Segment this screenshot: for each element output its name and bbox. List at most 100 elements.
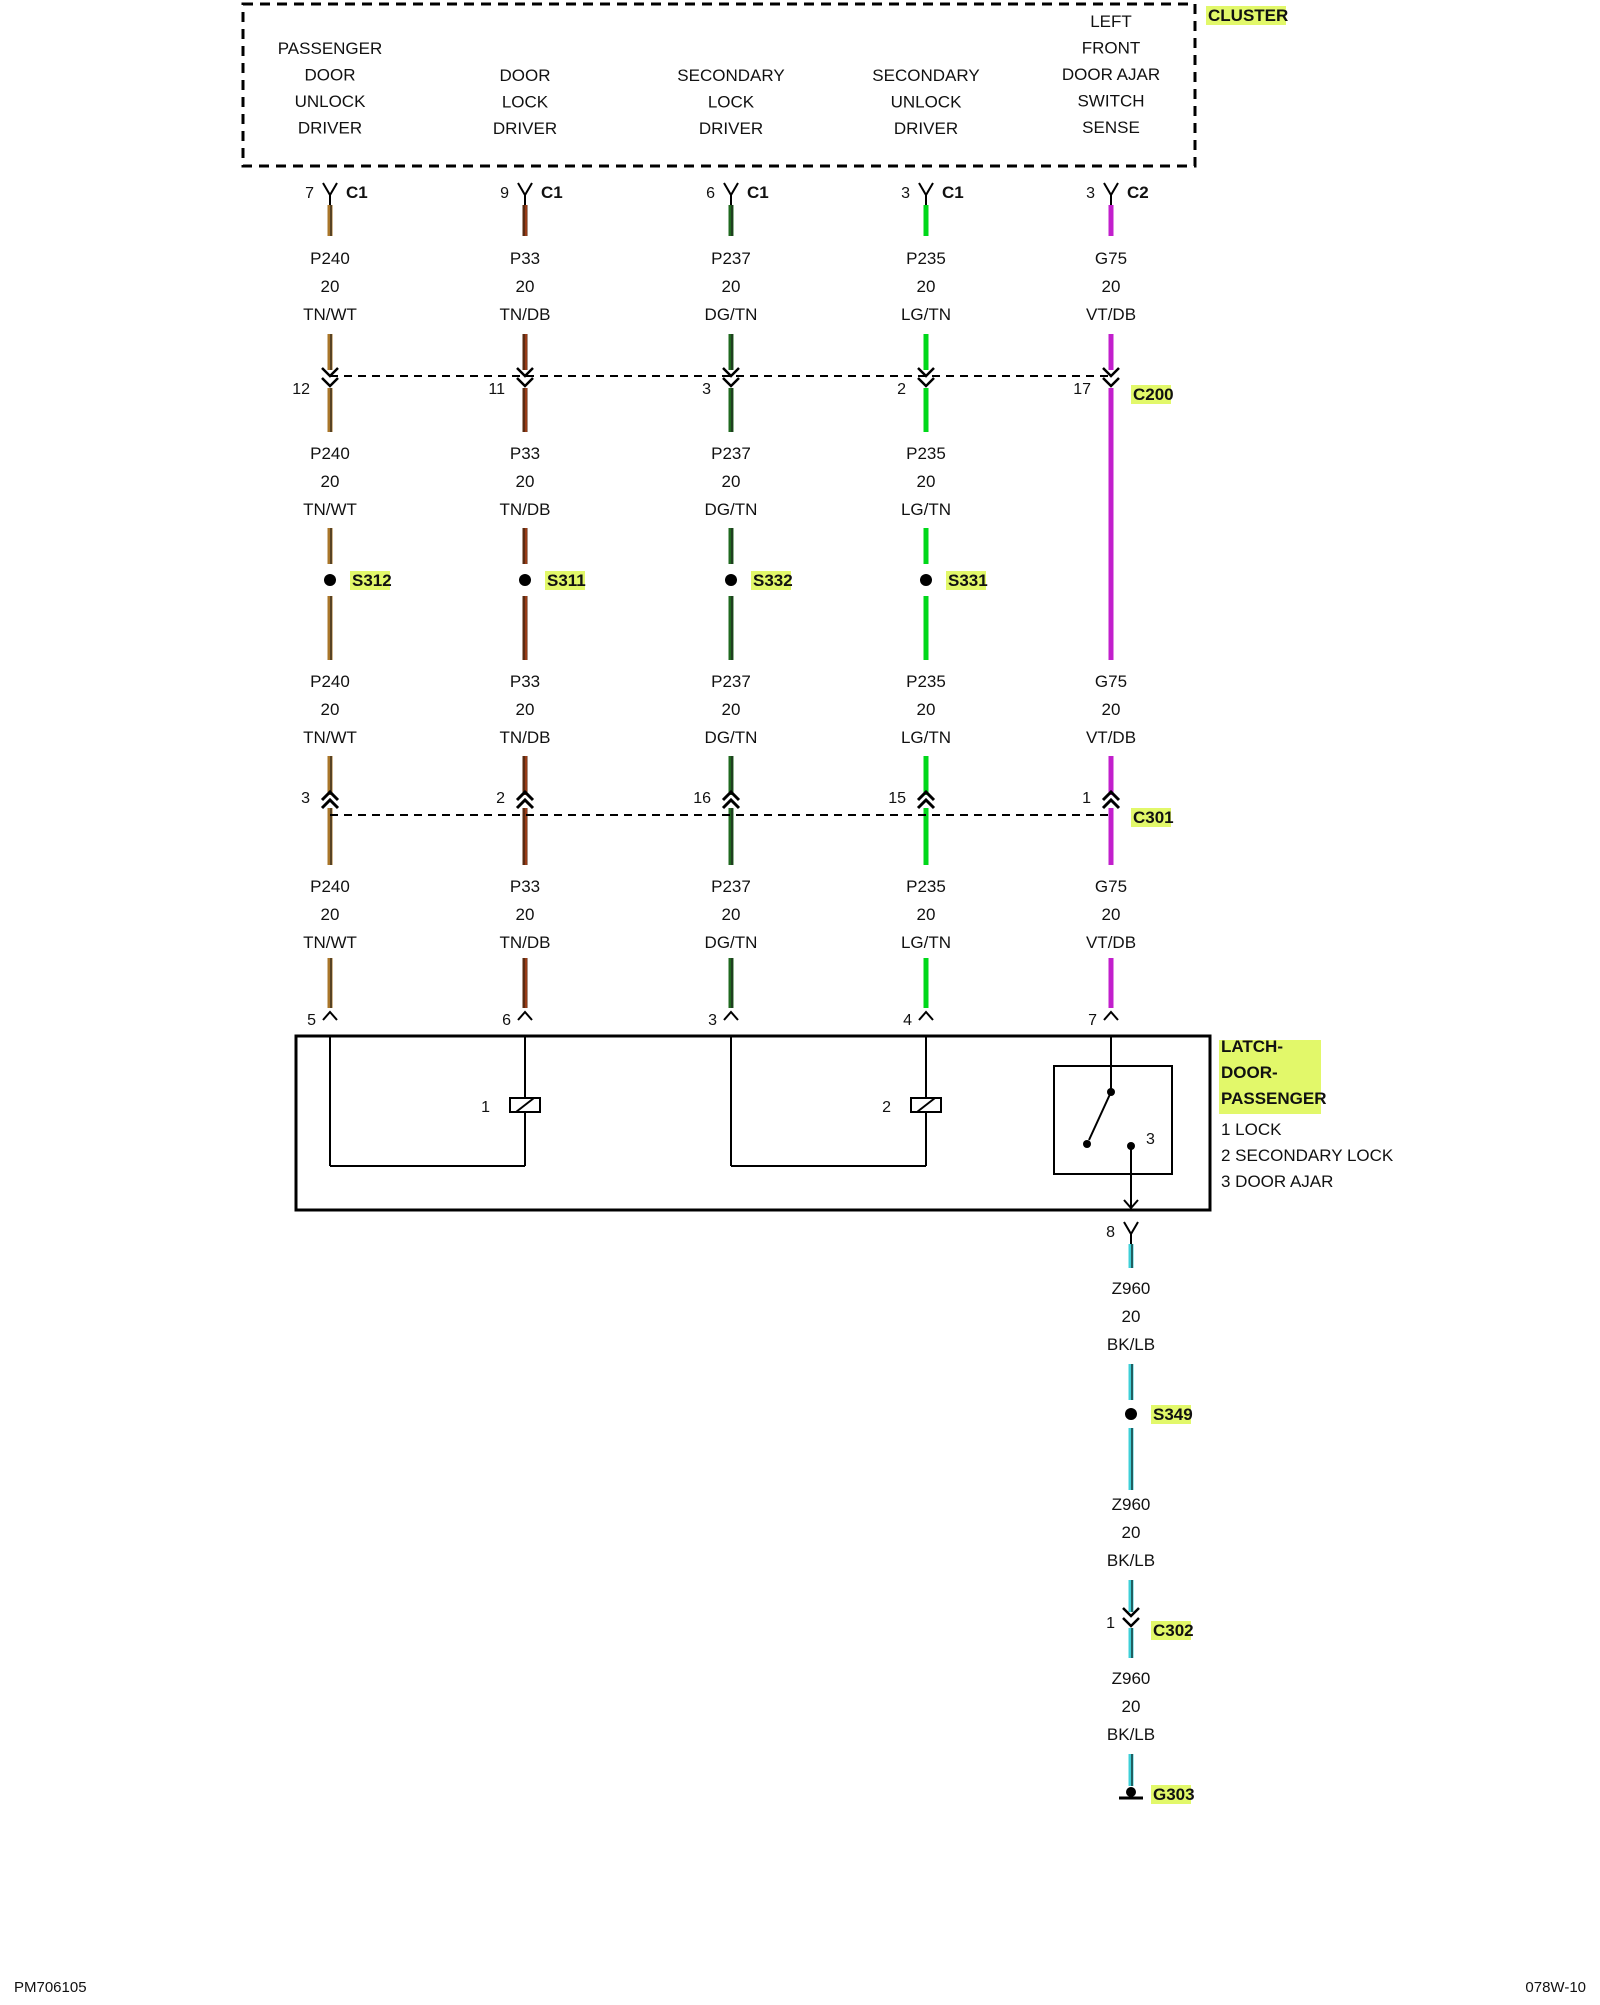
wire-id-seg3-2: P237 [711, 672, 751, 691]
latch-pin-0: 5 [307, 1012, 316, 1029]
wire-color-seg4-1: TN/DB [500, 933, 551, 952]
ground-wire-gauge-3: 20 [1122, 1697, 1141, 1716]
footer-right: 078W-10 [1525, 1979, 1586, 1996]
cluster-pin-4: 3 [1086, 185, 1095, 202]
ground-wire-gauge-1: 20 [1122, 1307, 1141, 1326]
cluster-pin-connector-2 [723, 182, 739, 197]
splice-label-3-highlight [946, 571, 986, 590]
latch-name-line-1: DOOR- [1221, 1063, 1278, 1082]
wire-id-seg2-2: P237 [711, 444, 751, 463]
c301-pin-2: 16 [693, 790, 711, 807]
latch-pin-arrow-4 [1103, 1010, 1119, 1021]
lock-motor-label: 1 [481, 1099, 490, 1116]
wire-id-seg4-2: P237 [711, 877, 751, 896]
c200-connector-2-upper [722, 367, 740, 378]
cluster-function-1-line-2: DRIVER [493, 119, 557, 138]
cluster-connector-0: C1 [346, 183, 368, 202]
c301-connector-1-lower [515, 797, 535, 810]
wire-color-seg1-2: DG/TN [705, 305, 758, 324]
latch-pin-arrow-2 [723, 1010, 739, 1021]
wire-color-seg3-4: VT/DB [1086, 728, 1136, 747]
wire-color-seg1-0: TN/WT [303, 305, 357, 324]
cluster-function-4-line-0: LEFT [1090, 12, 1132, 31]
wire-gauge-seg4-4: 20 [1102, 905, 1121, 924]
latch-pin-arrow-0 [322, 1010, 338, 1021]
wire-color-seg3-0: TN/WT [303, 728, 357, 747]
latch-pin-1: 6 [502, 1012, 511, 1029]
splice-dot-2 [725, 574, 737, 586]
c301-pin-3: 15 [888, 790, 906, 807]
c200-label: C200 [1133, 385, 1174, 404]
cluster-pin-connector-1 [517, 182, 533, 197]
wire-id-seg1-4: G75 [1095, 249, 1127, 268]
wire-id-seg2-0: P240 [310, 444, 350, 463]
cluster-label: CLUSTER [1208, 6, 1288, 25]
wire-gauge-seg1-2: 20 [722, 277, 741, 296]
latch-legend-1: 2 SECONDARY LOCK [1221, 1146, 1394, 1165]
cluster-label-highlight [1206, 6, 1286, 25]
c200-connector-1-upper [516, 367, 534, 378]
ground-wire-id-2: Z960 [1112, 1495, 1151, 1514]
wire-gauge-seg3-0: 20 [321, 700, 340, 719]
cluster-box [241, 2, 1197, 168]
wire-gauge-seg2-1: 20 [516, 472, 535, 491]
splice-dot-0 [324, 574, 336, 586]
ground-wire-gauge-2: 20 [1122, 1523, 1141, 1542]
c302-pin: 1 [1106, 1615, 1115, 1632]
wire-gauge-seg3-1: 20 [516, 700, 535, 719]
cluster-function-1-line-1: LOCK [502, 93, 549, 112]
wire-id-seg4-1: P33 [510, 877, 540, 896]
c301-pin-4: 1 [1082, 790, 1091, 807]
wire-id-seg2-1: P33 [510, 444, 540, 463]
cluster-function-0-line-0: PASSENGER [278, 39, 383, 58]
latch-legend-2: 3 DOOR AJAR [1221, 1172, 1333, 1191]
ground-symbol-dot [1126, 1787, 1136, 1797]
switch-blade [1088, 1091, 1112, 1141]
c301-label: C301 [1133, 808, 1174, 827]
c301-connector-1-upper [515, 789, 535, 802]
latch-pin-3: 4 [903, 1012, 912, 1029]
c200-connector-2-lower [722, 377, 740, 388]
c301-connector-3-lower [916, 797, 936, 810]
wire-id-seg3-4: G75 [1095, 672, 1127, 691]
wire-id-seg3-0: P240 [310, 672, 350, 691]
cluster-function-4-line-3: SWITCH [1077, 92, 1144, 111]
cluster-function-4-line-4: SENSE [1082, 118, 1140, 137]
c301-connector-3-upper [916, 789, 936, 802]
wire-color-seg2-1: TN/DB [500, 500, 551, 519]
cluster-function-3-line-0: SECONDARY [872, 66, 979, 85]
ground-splice-label: S349 [1153, 1405, 1193, 1424]
secondary-motor-slash [916, 1097, 936, 1113]
wire-gauge-seg2-2: 20 [722, 472, 741, 491]
latch-pin-arrow-1 [517, 1010, 533, 1021]
wire-color-seg4-3: LG/TN [901, 933, 951, 952]
ground-label: G303 [1153, 1785, 1195, 1804]
wire-gauge-seg1-0: 20 [321, 277, 340, 296]
wire-gauge-seg3-2: 20 [722, 700, 741, 719]
wire-color-seg1-3: LG/TN [901, 305, 951, 324]
c301-label-highlight [1131, 808, 1171, 827]
wire-id-seg1-1: P33 [510, 249, 540, 268]
wire-gauge-seg4-3: 20 [917, 905, 936, 924]
wire-id-seg4-0: P240 [310, 877, 350, 896]
c301-connector-2-lower [721, 797, 741, 810]
cluster-pin-connector-3 [918, 182, 934, 197]
splice-dot-1 [519, 574, 531, 586]
wire-id-seg1-0: P240 [310, 249, 350, 268]
wire-color-seg2-3: LG/TN [901, 500, 951, 519]
c200-pin-4: 17 [1073, 381, 1091, 398]
wire-gauge-seg3-3: 20 [917, 700, 936, 719]
latch-ground-pin: 8 [1106, 1224, 1115, 1241]
cluster-pin-connector-0 [322, 182, 338, 197]
latch-legend-0: 1 LOCK [1221, 1120, 1282, 1139]
splice-dot-3 [920, 574, 932, 586]
splice-label-1-highlight [545, 571, 585, 590]
wire-color-seg1-1: TN/DB [500, 305, 551, 324]
latch-name-line-0: LATCH- [1221, 1037, 1283, 1056]
c200-pin-3: 2 [897, 381, 906, 398]
ground-wire-id-1: Z960 [1112, 1279, 1151, 1298]
splice-label-0-highlight [350, 571, 390, 590]
wire-gauge-seg1-3: 20 [917, 277, 936, 296]
wire-gauge-seg2-0: 20 [321, 472, 340, 491]
c200-label-highlight [1131, 385, 1171, 404]
